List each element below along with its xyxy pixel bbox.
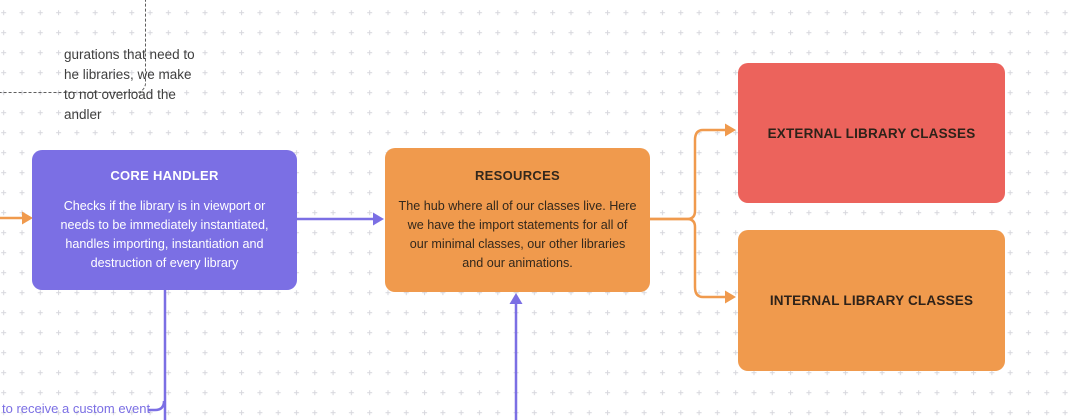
edge-core-handler-custom-event[interactable]	[148, 290, 167, 420]
edge-input-to-resources-bottom[interactable]	[509, 293, 523, 420]
core-handler-body: Checks if the library is in viewport or …	[60, 198, 269, 270]
node-external-library-classes[interactable]: EXTERNAL LIBRARY CLASSES	[738, 63, 1005, 203]
note-line: gurations that need to	[64, 47, 195, 62]
note-line: he libraries, we make	[64, 67, 192, 82]
annotation-note-text: gurations that need to he libraries, we …	[64, 45, 264, 125]
node-internal-library-classes[interactable]: INTERNAL LIBRARY CLASSES	[738, 230, 1005, 371]
note-line: to not overload the	[64, 87, 176, 102]
annotation-note-box[interactable]	[0, 0, 146, 93]
resources-body: The hub where all of our classes live. H…	[398, 198, 637, 270]
custom-event-edge-label[interactable]: to receive a custom event	[2, 401, 151, 416]
core-handler-title: CORE HANDLER	[110, 167, 219, 183]
edge-input-to-core-handler[interactable]	[0, 211, 33, 225]
internal-library-classes-label: INTERNAL LIBRARY CLASSES	[769, 293, 974, 308]
edge-resources-to-internal-library[interactable]	[650, 217, 736, 304]
resources-title: RESOURCES	[474, 167, 561, 183]
node-core-handler[interactable]: CORE HANDLER Checks if the library is in…	[32, 150, 297, 290]
node-resources[interactable]: RESOURCES The hub where all of our class…	[385, 148, 650, 292]
edge-core-handler-to-resources[interactable]	[297, 212, 384, 226]
note-line: andler	[64, 107, 102, 122]
external-library-classes-label: EXTERNAL LIBRARY CLASSES	[767, 125, 976, 141]
